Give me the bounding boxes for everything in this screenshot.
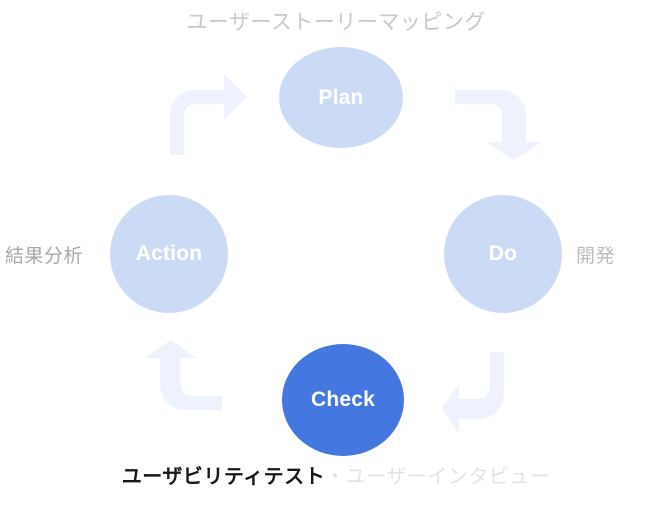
node-action-label: Action xyxy=(135,242,203,265)
node-plan[interactable]: Plan xyxy=(279,47,403,148)
node-do-label: Do xyxy=(488,242,518,265)
annotation-bottom-usability-test: ユーザビリティテスト xyxy=(121,466,326,488)
node-check[interactable]: Check xyxy=(282,344,404,456)
arrow-plan-to-do xyxy=(455,70,555,160)
annotation-bottom: ユーザビリティテスト・ユーザーインタビュー xyxy=(0,460,672,489)
node-do[interactable]: Do xyxy=(444,195,562,313)
arrow-do-to-check xyxy=(442,352,542,440)
node-action[interactable]: Action xyxy=(110,195,228,313)
annotation-left-result-analysis: 結果分析 xyxy=(5,246,84,267)
node-plan-label: Plan xyxy=(318,85,364,109)
annotation-top-user-story-mapping: ユーザーストーリーマッピング xyxy=(186,11,486,34)
node-check-label: Check xyxy=(310,388,376,411)
annotation-right-development: 開発 xyxy=(576,246,616,267)
annotation-bottom-user-interview: ・ユーザーインタビュー xyxy=(325,466,551,488)
arrow-check-to-action xyxy=(145,340,245,430)
arrow-action-to-plan xyxy=(150,70,250,155)
